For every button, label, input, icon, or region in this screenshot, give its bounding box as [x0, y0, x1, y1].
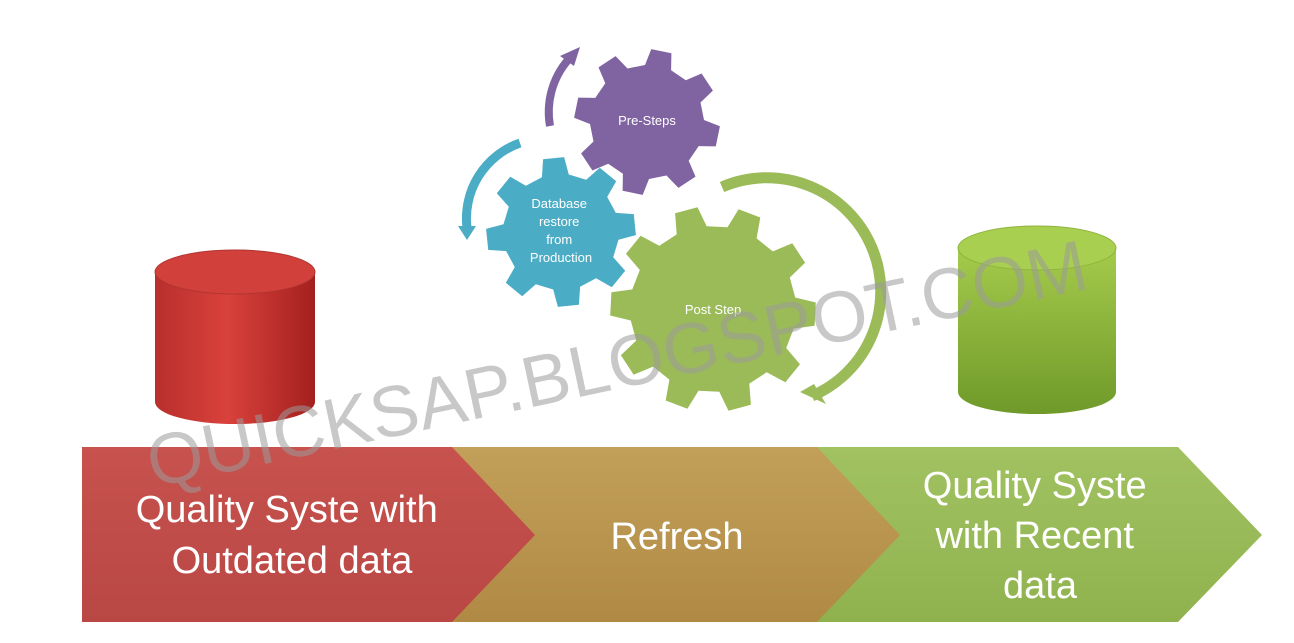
db-restore-line-3: from — [546, 232, 572, 247]
post-step-gear-icon — [610, 207, 816, 411]
stage-refresh-label: Refresh — [610, 516, 743, 558]
stage-outdated-arrow — [82, 447, 538, 622]
stage-outdated-label: Quality Syste with Outdated data — [136, 489, 449, 582]
cycle-arrow-green — [719, 172, 887, 404]
pre-steps-gear-icon — [574, 49, 720, 195]
stage-recent-line-1: Quality Syste — [923, 465, 1147, 507]
db-restore-gear-icon — [486, 157, 636, 307]
db-restore-label: Database restore from Production — [530, 196, 592, 265]
stage-recent-line-2: with Recent — [934, 515, 1134, 557]
db-restore-line-1: Database — [531, 196, 587, 211]
stage-recent-label: Quality Syste with Recent data — [923, 465, 1157, 607]
stage-outdated-line-1: Quality Syste with — [136, 489, 438, 531]
db-restore-line-4: Production — [530, 250, 592, 265]
post-step-label: Post Step — [685, 302, 741, 317]
cycle-arrow-purple — [544, 47, 580, 127]
recent-database-icon — [957, 225, 1117, 414]
stage-recent-arrow — [817, 447, 1262, 622]
stage-refresh-arrow — [452, 447, 903, 622]
outdated-database-icon — [154, 249, 316, 424]
pre-steps-label: Pre-Steps — [618, 113, 676, 128]
stage-recent-line-3: data — [1003, 565, 1078, 607]
stage-refresh-line-1: Refresh — [610, 516, 743, 558]
cycle-arrow-teal — [458, 138, 522, 240]
db-restore-line-2: restore — [539, 214, 579, 229]
stage-outdated-line-2: Outdated data — [172, 540, 414, 582]
